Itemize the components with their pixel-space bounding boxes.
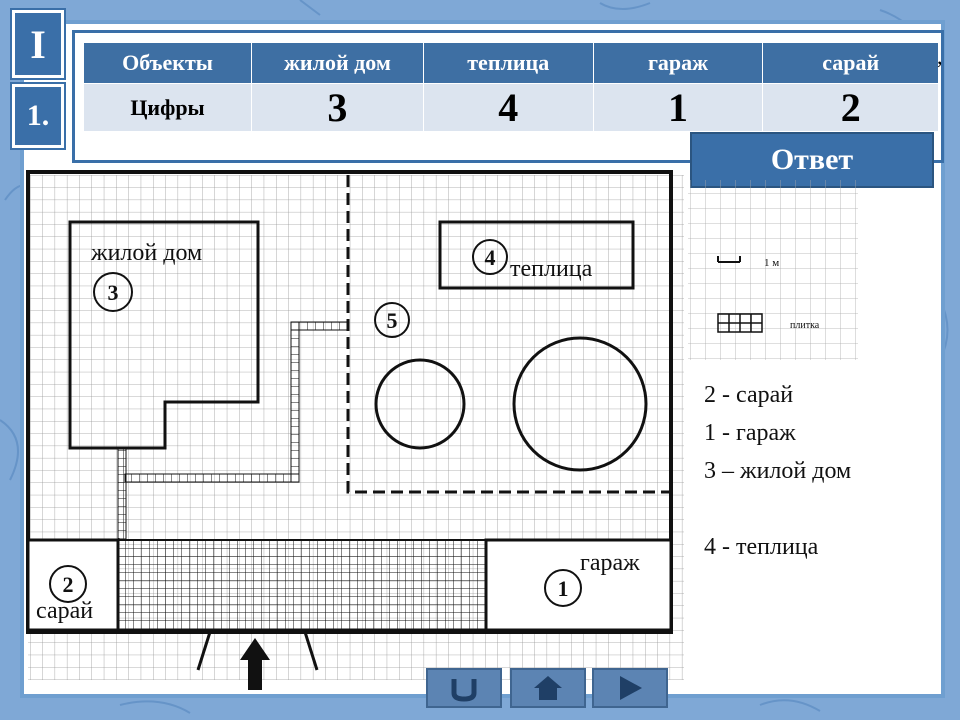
house-number: 3: [108, 280, 119, 305]
table-row: Цифры 3 4 1 2: [82, 83, 939, 132]
task-number-badge: 1.: [12, 84, 64, 148]
header-cell-shed: сарай: [762, 42, 939, 84]
small-round-bed: [374, 358, 466, 450]
shed-number: 2: [63, 572, 74, 597]
legend-meter-label: 1 м: [764, 257, 779, 269]
plot-boundary: [26, 170, 673, 634]
next-button[interactable]: [592, 668, 668, 708]
stray-comma: ,: [937, 44, 943, 69]
list-item: 4 - теплица: [704, 534, 819, 560]
back-icon: [451, 679, 477, 702]
tile-path-middle: [124, 473, 300, 483]
answer-table: Объекты жилой дом теплица гараж сарай Ци…: [82, 42, 939, 132]
answer-table-panel: Объекты жилой дом теплица гараж сарай Ци…: [72, 30, 944, 163]
home-icon: [534, 676, 562, 700]
house-number-circle: [93, 272, 133, 312]
greenhouse-number-circle: [472, 239, 508, 275]
garage-label: гараж: [580, 550, 640, 576]
back-button[interactable]: [426, 668, 502, 708]
home-button[interactable]: [510, 668, 586, 708]
object5-number: 5: [387, 308, 398, 333]
list-item: 2 - сарай: [704, 382, 794, 408]
answers-list: 2 - сарай 1 - гараж 3 – жилой дом 4 - те…: [704, 376, 851, 566]
list-item: [704, 490, 851, 528]
greenhouse-outline: [438, 220, 635, 290]
value-cell-garage: 1: [592, 83, 764, 132]
shed-label: сарай: [36, 598, 93, 624]
large-round-bed: [512, 336, 648, 472]
header-cell-greenhouse: теплица: [422, 42, 594, 84]
house-label: жилой дом: [90, 240, 202, 266]
greenhouse-label: теплица: [510, 256, 593, 282]
gate-line-left: [196, 631, 212, 671]
value-cell-shed: 2: [762, 83, 939, 132]
house-outline: [68, 220, 260, 450]
greenhouse-number: 4: [485, 245, 496, 270]
tile-path-top: [290, 321, 349, 331]
header-cell-house: жилой дом: [251, 42, 424, 84]
garage-number: 1: [558, 576, 569, 601]
garage-number-circle: [544, 569, 582, 607]
object5-number-circle: [374, 302, 410, 338]
header-cell-garage: гараж: [592, 42, 764, 84]
list-item: 1 - гараж: [704, 420, 796, 446]
garage-outline: [484, 538, 673, 632]
next-icon: [620, 676, 642, 700]
table-header-row: Объекты жилой дом теплица гараж сарай: [82, 42, 939, 84]
legend-grid: [688, 180, 858, 360]
tile-courtyard: [117, 539, 487, 631]
answer-button[interactable]: Ответ: [690, 132, 934, 188]
section-badge: I: [12, 10, 64, 78]
value-cell-house: 3: [251, 83, 424, 132]
shed-number-circle: [49, 565, 87, 603]
legend-tile-label: плитка: [790, 320, 820, 331]
tile-path-vertical: [290, 321, 300, 483]
header-cell-objects: Объекты: [82, 42, 253, 84]
entrance-arrow-icon: [240, 638, 270, 690]
shed-outline: [26, 538, 120, 632]
value-cell-greenhouse: 4: [422, 83, 594, 132]
list-item: 3 – жилой дом: [704, 458, 852, 484]
gate-line-right: [303, 631, 319, 671]
row-label-digits: Цифры: [82, 83, 253, 132]
tile-path-left: [117, 447, 127, 541]
dashed-zone-boundary: [346, 175, 671, 494]
